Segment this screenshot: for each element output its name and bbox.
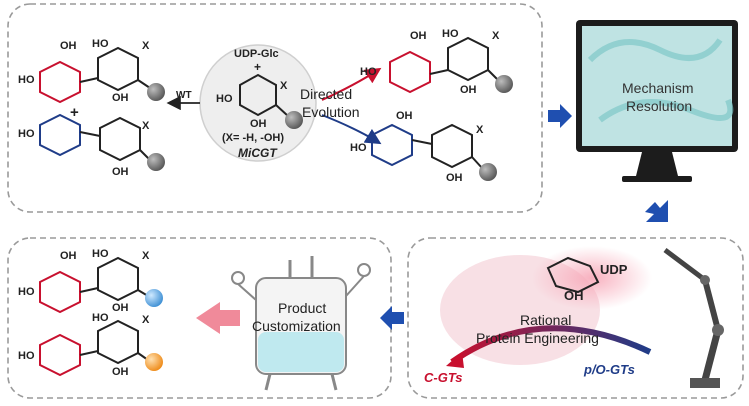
udp-label: UDP	[600, 262, 628, 277]
c-glycoside-product-bottom-orange	[39, 319, 163, 377]
protein-engineering-label: Protein Engineering	[476, 330, 599, 346]
ho-label: HO	[18, 286, 35, 298]
rational-label: Rational	[520, 312, 572, 328]
engineering-arrowhead	[446, 352, 464, 368]
ho-label: HO	[350, 142, 367, 154]
aglycone-ball-blue	[145, 289, 163, 307]
arrow-to-product	[380, 306, 404, 330]
wt-label: WT	[176, 90, 192, 101]
oh-label: OH	[446, 172, 463, 184]
robot-arm	[663, 248, 724, 388]
monitor	[576, 20, 738, 182]
mechanism-resolution-label: Resolution	[626, 98, 693, 114]
c-glycoside-product-bottom-blue	[39, 256, 163, 314]
enzyme-label: MiCGT	[238, 146, 277, 160]
evolution-arrow-red	[321, 67, 382, 101]
substrate-molecule	[239, 73, 303, 129]
aglycone-ball	[479, 163, 497, 181]
o-glycoside-product-top-left	[39, 113, 165, 171]
x-label: X	[280, 80, 288, 92]
c-glycoside-product-top-left	[39, 46, 165, 104]
directed-evolution-label: Directed	[300, 86, 353, 102]
ho-label: HO	[18, 128, 35, 140]
x-label: X	[142, 250, 150, 262]
oh-label: OH	[460, 84, 477, 96]
engineering-arc	[450, 325, 652, 365]
aglycone-ball-orange	[145, 353, 163, 371]
aglycone-ball	[147, 153, 165, 171]
udp-glc-label: UDP-Glc	[234, 48, 279, 60]
ho-label: HO	[442, 28, 459, 40]
oh-label: OH	[410, 30, 427, 42]
po-gts-label: p/O-GTs	[584, 362, 635, 377]
customization-arrow	[196, 302, 240, 334]
product-customization-label: Product	[278, 300, 327, 316]
arrow-down-to-engineering	[645, 200, 668, 222]
ho-label: HO	[92, 312, 109, 324]
ho-label: HO	[216, 93, 233, 105]
ho-label: HO	[18, 350, 35, 362]
x-label: X	[476, 124, 484, 136]
product-customization-label: Customization	[252, 318, 341, 334]
substituent-label: (X= -H, -OH)	[222, 132, 285, 144]
sugar-ring	[546, 256, 600, 294]
bottom-right-panel	[407, 237, 744, 399]
ho-label: HO	[92, 248, 109, 260]
hydroxyl-label: OH	[564, 288, 584, 303]
ho-label: HO	[360, 66, 377, 78]
x-label: X	[492, 30, 500, 42]
oh-label: OH	[112, 302, 129, 314]
ho-label: HO	[92, 38, 109, 50]
oh-label: OH	[60, 40, 77, 52]
aglycone-ball	[147, 83, 165, 101]
evolution-arrow-blue	[321, 114, 382, 145]
arrow-to-monitor	[548, 104, 572, 128]
oh-label: OH	[396, 110, 413, 122]
ho-label: HO	[18, 74, 35, 86]
directed-evolution-label: Evolution	[302, 104, 360, 120]
oh-label: OH	[112, 366, 129, 378]
plus-sign: +	[254, 60, 262, 74]
c-gts-label: C-GTs	[424, 370, 463, 385]
oh-label: OH	[60, 250, 77, 262]
mechanism-resolution-label: Mechanism	[622, 80, 694, 96]
reactor	[231, 256, 371, 391]
aglycone-ball	[495, 75, 513, 93]
c-glycoside-product-top-right	[389, 36, 513, 94]
oh-label: OH	[112, 166, 129, 178]
oh-label: OH	[250, 118, 267, 130]
x-label: X	[142, 120, 150, 132]
x-label: X	[142, 40, 150, 52]
o-glycoside-product-top-right	[371, 123, 497, 181]
pink-glow	[532, 246, 652, 310]
aglycone-ball	[285, 111, 303, 129]
x-label: X	[142, 314, 150, 326]
top-panel	[7, 3, 543, 213]
oh-label: OH	[112, 92, 129, 104]
plus-sign: +	[70, 104, 79, 121]
